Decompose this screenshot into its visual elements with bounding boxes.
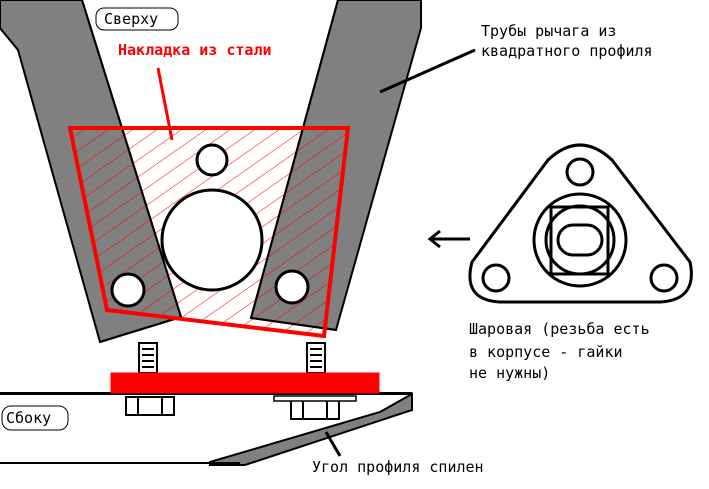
stud-left: [138, 342, 158, 374]
steel-plate-leader: [156, 67, 174, 141]
top-view-label: Сверху: [104, 10, 158, 28]
ball-joint-stud-square: [549, 205, 610, 276]
plate-hole-center: [160, 188, 264, 292]
profile-cut-label: Угол профиля спилен: [312, 458, 484, 476]
steel-plate-outline: [67, 126, 351, 339]
side-view: [0, 342, 413, 466]
plate-hole-right: [274, 269, 310, 305]
plate-hole-left: [110, 272, 146, 308]
profile-cut-leader: [324, 431, 342, 457]
steel-plate-label: Накладка из стали: [118, 41, 272, 59]
ball-joint: [468, 143, 693, 304]
stud-right: [306, 342, 326, 374]
ball-joint-label-line1: Шаровая (резьба есть: [469, 320, 650, 338]
left-tube-inner-edge: [81, 0, 182, 318]
arrow-left-icon: [427, 229, 470, 249]
washer-right: [273, 395, 357, 402]
nut-left: [125, 396, 175, 416]
ball-joint-label-line2: в корпусе - гайки: [469, 343, 623, 361]
right-tube-inner-edge: [250, 0, 339, 319]
tubes-leader: [379, 48, 476, 94]
ball-joint-hole-right: [649, 263, 679, 293]
tubes-label-line2: квадратного профиля: [481, 42, 653, 60]
top-view-label-box: [95, 7, 179, 31]
side-steel-plate: [110, 372, 380, 394]
plate-hole-top: [195, 143, 229, 177]
tubes-label-line1: Трубы рычага из: [481, 22, 616, 40]
side-view-label: Сбоку: [6, 409, 51, 427]
side-tube-cut: [209, 392, 413, 466]
steel-plate: [67, 0, 351, 343]
left-tube-bottom-edge: [99, 316, 182, 343]
right-tube-bottom-edge: [250, 317, 337, 331]
side-view-label-box: [1, 405, 69, 431]
ball-joint-hole-top: [565, 157, 595, 187]
ball-joint-stud-pin: [556, 223, 604, 257]
ball-joint-label-line3: не нужны): [469, 364, 550, 382]
ball-joint-hole-left: [481, 263, 511, 293]
